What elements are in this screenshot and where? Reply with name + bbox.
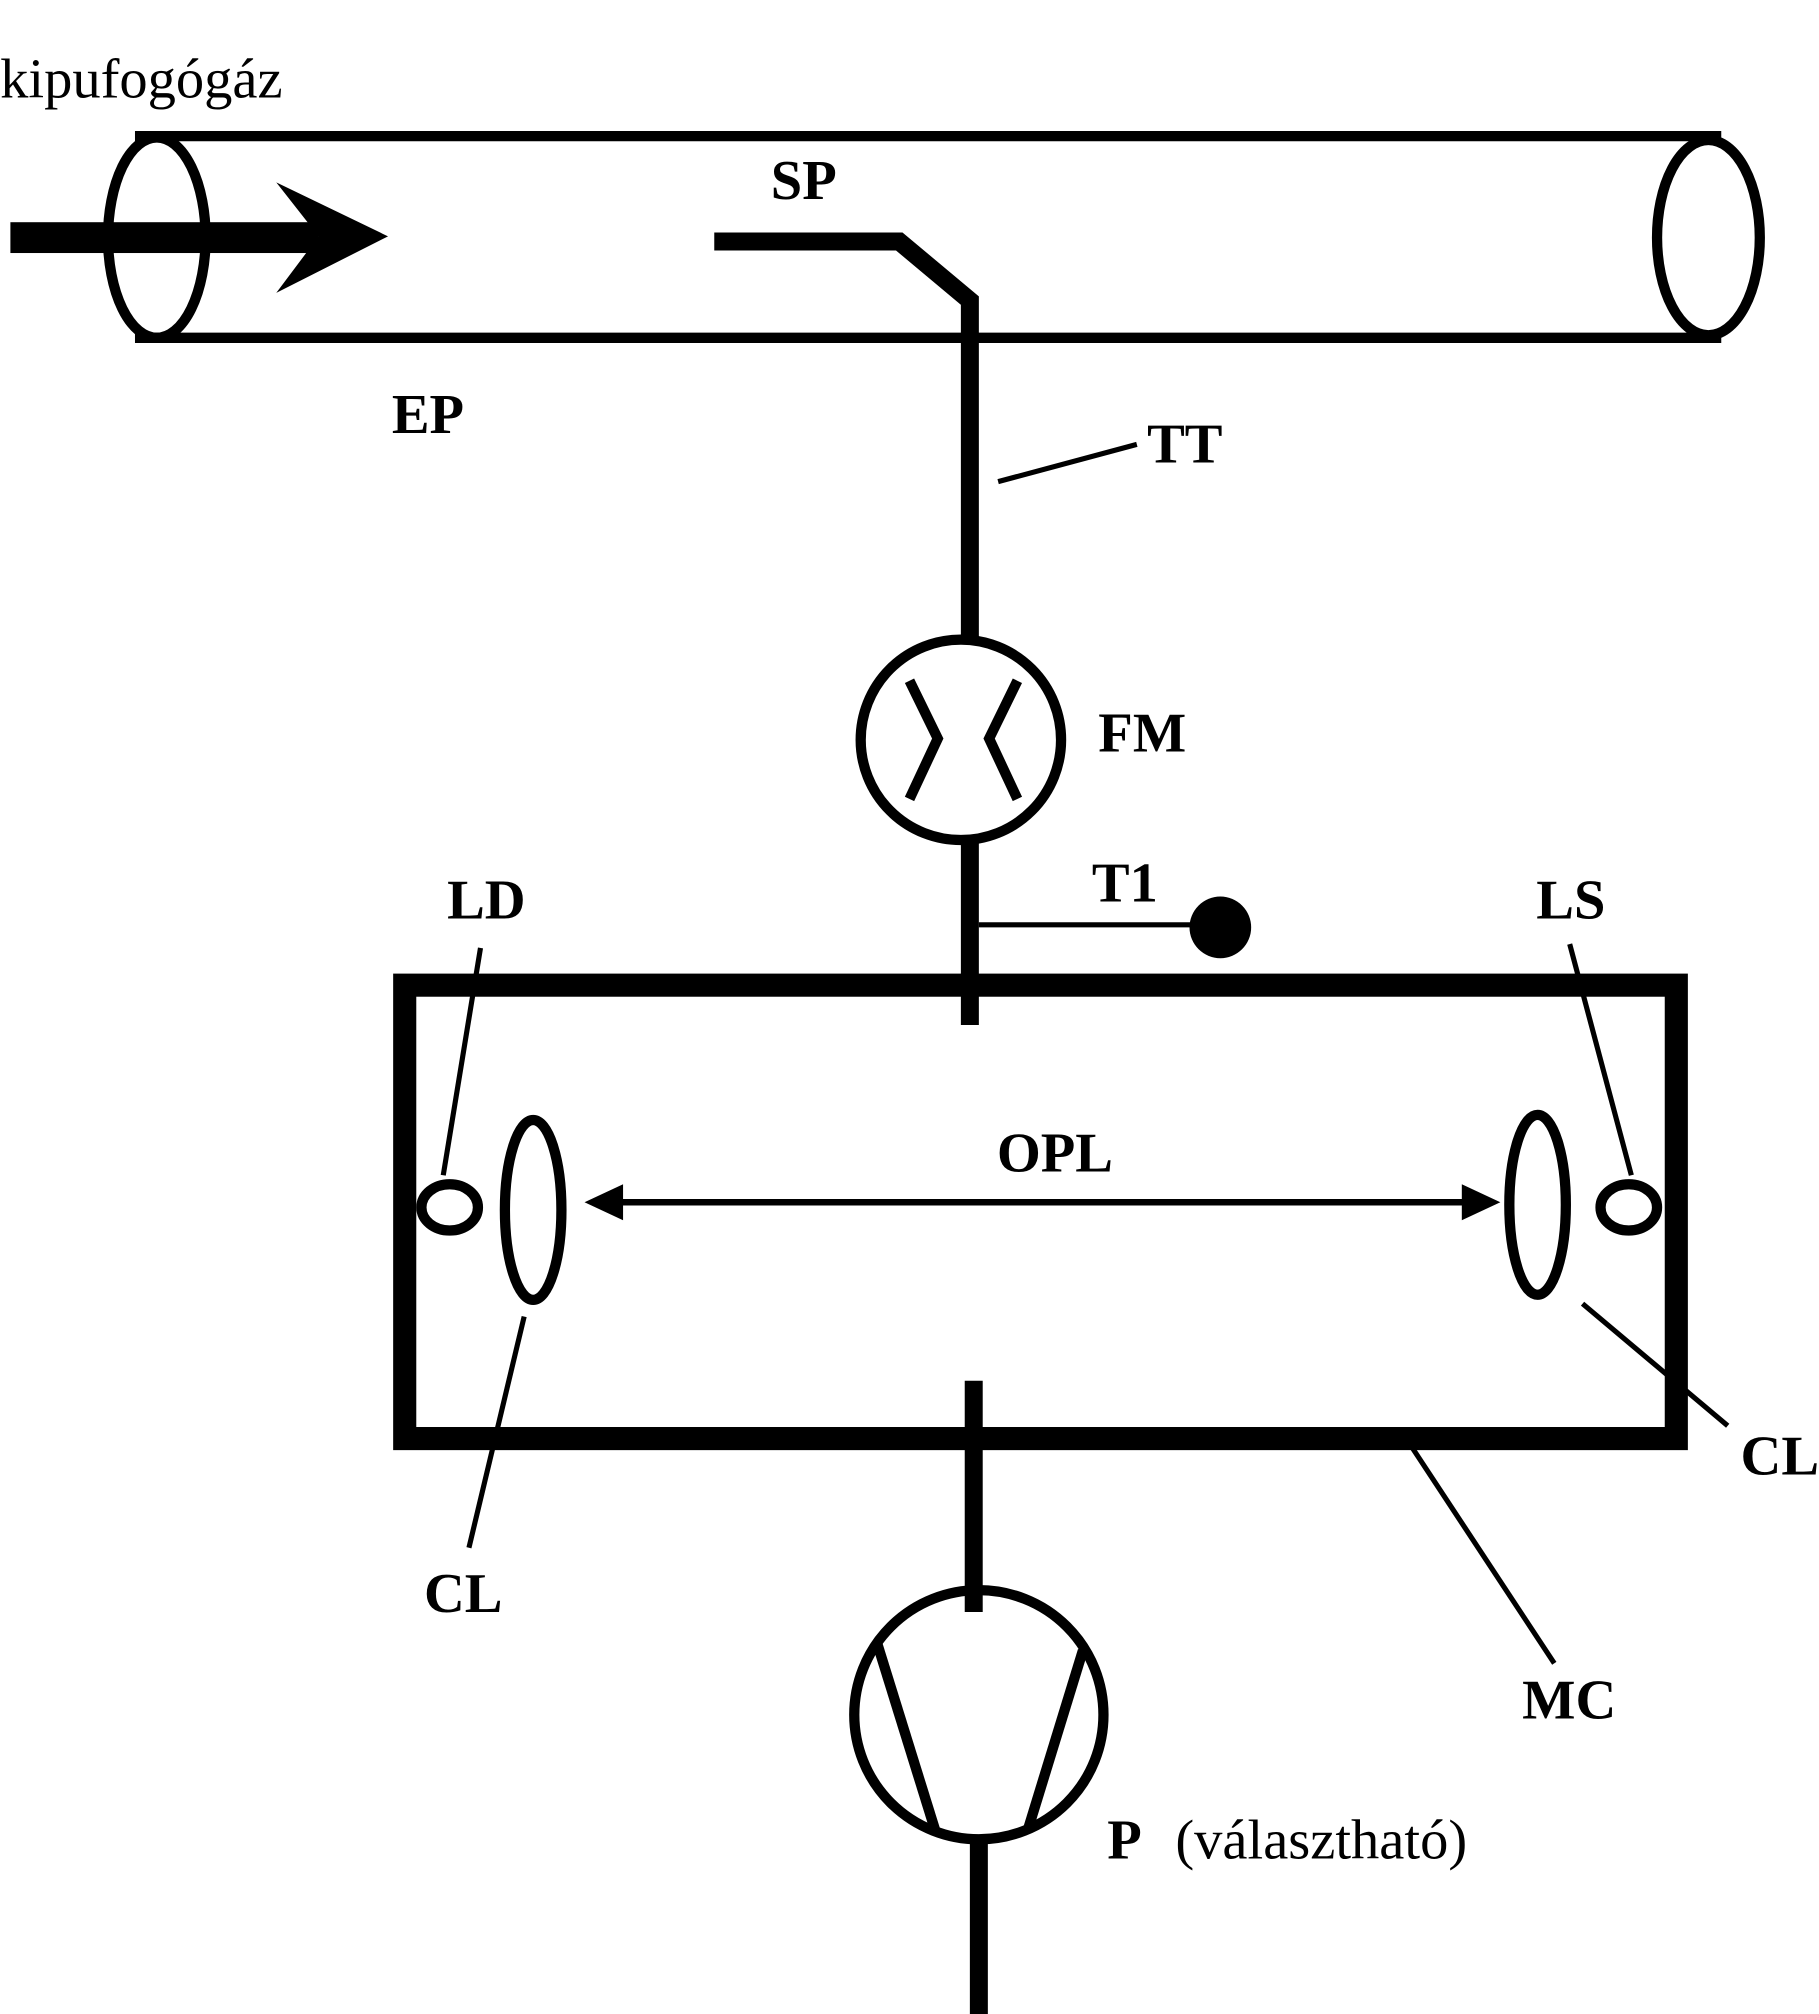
measuring-cell — [393, 973, 1688, 1451]
label-p: P — [1107, 1810, 1142, 1872]
pump-icon — [849, 1584, 1109, 1845]
t1-sensor-icon — [1189, 896, 1252, 959]
label-ld: LD — [447, 869, 526, 931]
label-t1: T1 — [1092, 853, 1158, 915]
leader-cl-right — [1580, 1301, 1730, 1428]
flow-arrow-icon — [10, 182, 389, 293]
label-sp: SP — [771, 150, 837, 212]
sampling-probe — [714, 232, 979, 643]
label-fm: FM — [1098, 702, 1186, 764]
label-tt: TT — [1147, 413, 1222, 475]
leader-cl-left — [466, 1315, 527, 1549]
collimator-lens-left-icon — [499, 1114, 567, 1305]
leader-ld — [440, 947, 484, 1176]
leader-mc — [1408, 1443, 1557, 1665]
light-detector-icon — [416, 1179, 484, 1236]
optical-path-arrow — [584, 1184, 1501, 1221]
light-source-icon — [1595, 1179, 1663, 1236]
label-mc: MC — [1522, 1670, 1616, 1732]
collimator-lens-right-icon — [1504, 1109, 1571, 1300]
label-ls: LS — [1536, 869, 1605, 931]
flow-meter-icon — [855, 634, 1067, 846]
label-cl-left: CL — [424, 1563, 502, 1625]
flow-label: kipufogógáz — [0, 49, 282, 111]
label-cl-right: CL — [1741, 1426, 1819, 1488]
label-p-note: (választható) — [1175, 1810, 1467, 1872]
leader-tt — [997, 441, 1138, 485]
label-ep: EP — [392, 384, 464, 446]
label-opl: OPL — [997, 1122, 1113, 1184]
leader-ls — [1567, 943, 1634, 1176]
